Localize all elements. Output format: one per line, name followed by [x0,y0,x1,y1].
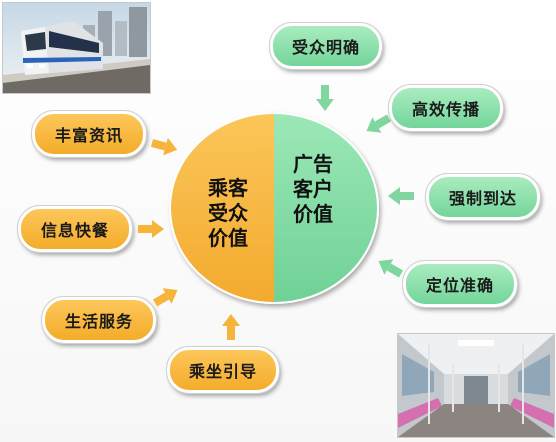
advertiser-value-half [274,113,378,303]
arrow-forced-reach [388,187,414,205]
pill-rich-info: 丰富资讯 [31,110,147,158]
arrow-ride-guide [222,314,240,340]
metro-train-photo [2,2,151,94]
arrow-accurate-position [378,259,403,278]
orange-arrows [138,137,240,340]
center-circle [169,112,379,304]
pill-forced-reach: 强制到达 [425,173,541,221]
arrow-info-fast [138,220,164,238]
pill-ride-guide: 乘坐引导 [166,346,280,394]
arrow-life-service [153,288,178,307]
arrow-efficient-spread [366,114,391,133]
pill-clear-audience: 受众明确 [269,22,383,70]
passenger-value-half [170,113,274,303]
pill-life-service: 生活服务 [41,296,157,344]
pill-accurate-position: 定位准确 [402,260,518,308]
pill-efficient-spread: 高效传播 [388,84,504,132]
metro-interior-photo [397,333,555,438]
arrow-rich-info [150,137,178,156]
arrow-clear-audience [316,85,334,111]
passenger-value-label: 乘客 受众 价值 [208,176,248,250]
green-arrows [316,85,414,278]
pill-info-fast: 信息快餐 [17,205,133,253]
advertiser-value-label: 广告 客户 价值 [293,152,333,226]
